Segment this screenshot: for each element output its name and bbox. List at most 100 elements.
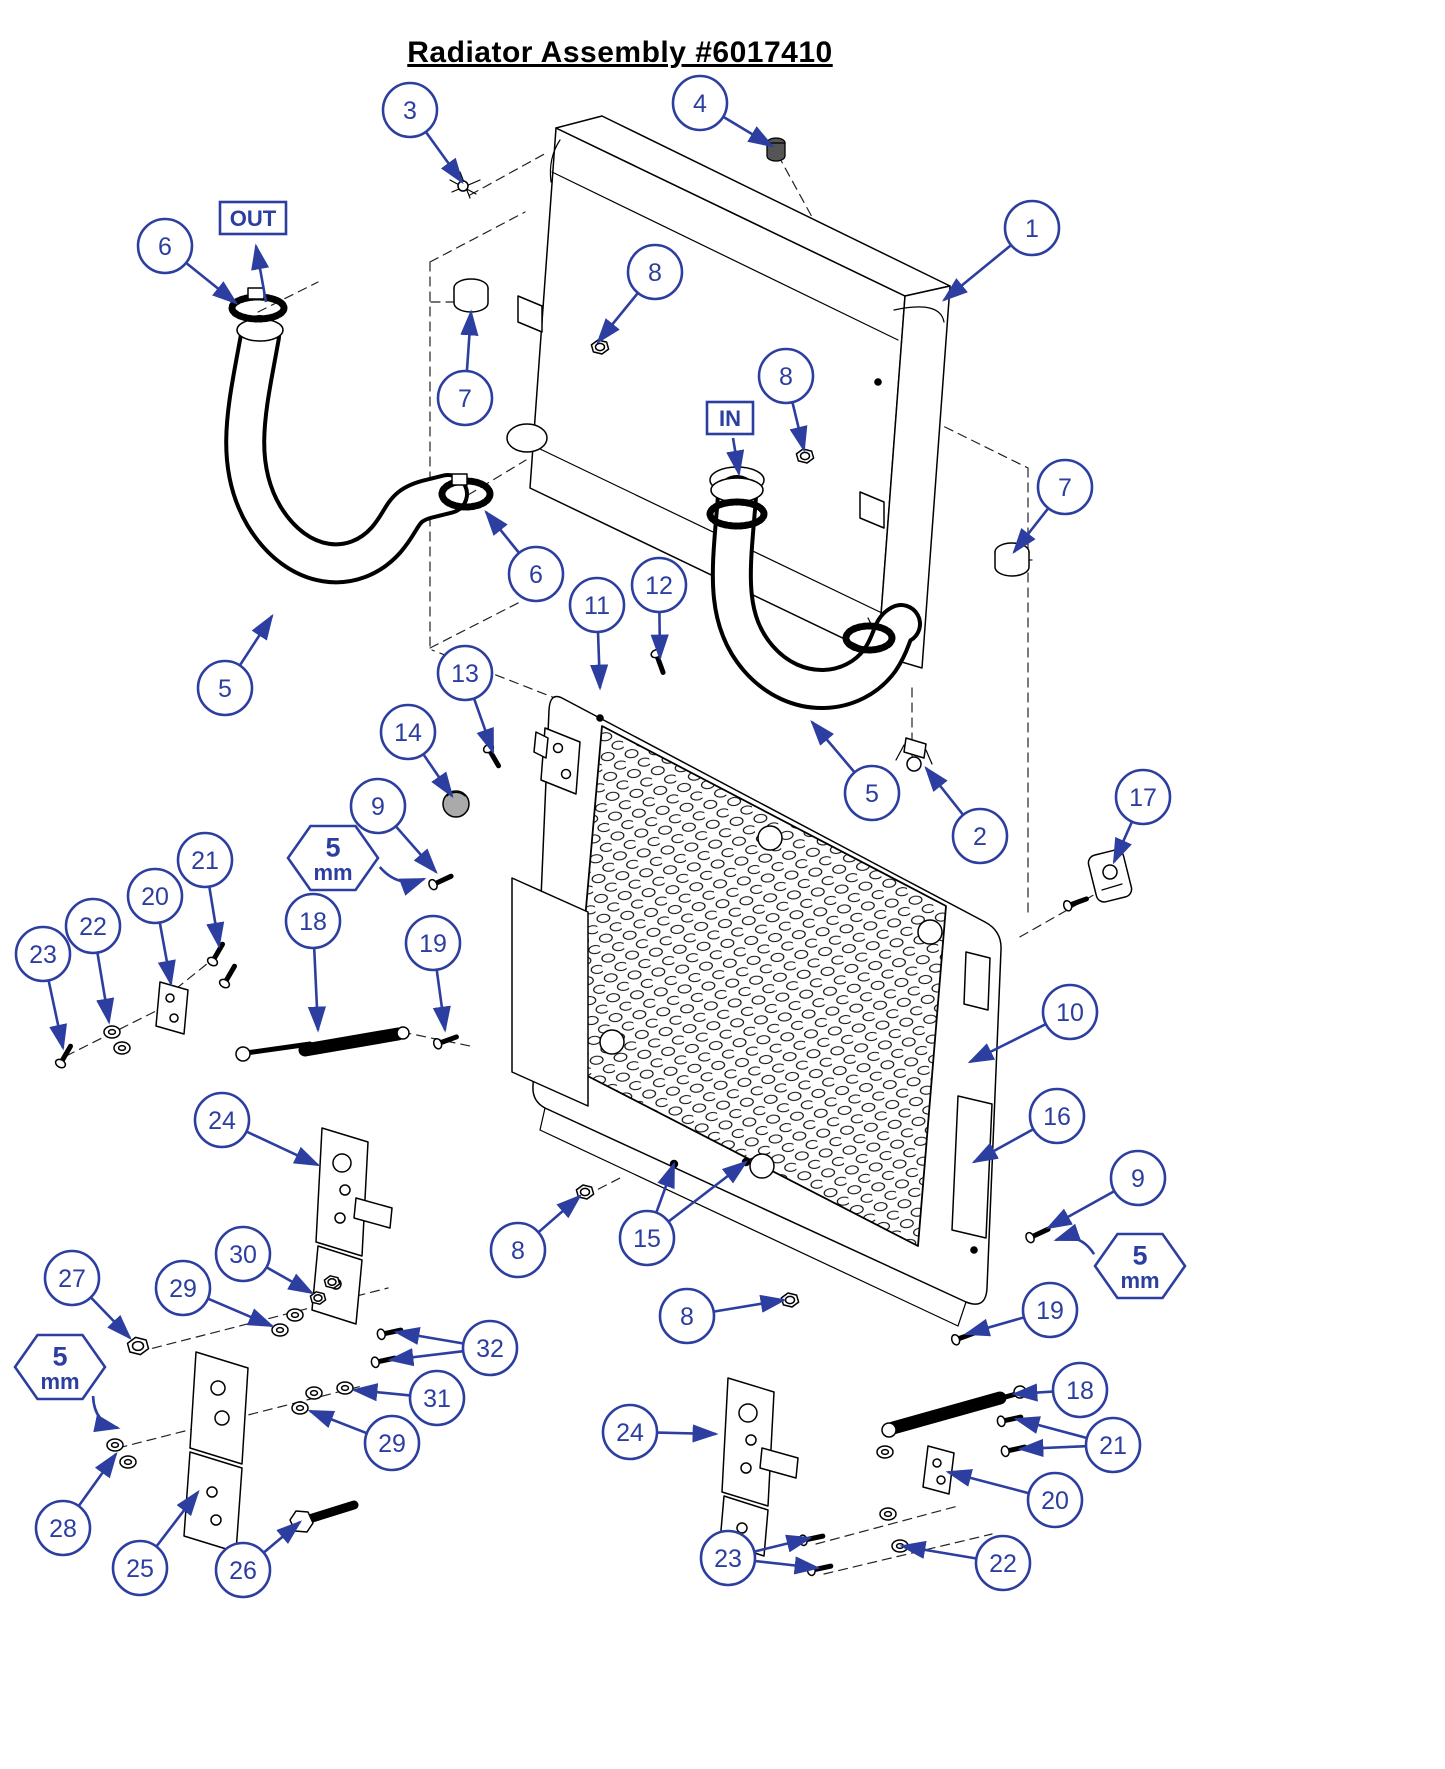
svg-text:19: 19: [419, 930, 447, 958]
callout-1: 1: [941, 199, 1061, 302]
svg-text:15: 15: [633, 1225, 661, 1253]
svg-text:21: 21: [191, 847, 219, 875]
callout-28: 28: [34, 1451, 118, 1557]
clip-part: [449, 171, 481, 199]
svg-text:5: 5: [325, 833, 340, 863]
hose-left: [224, 287, 469, 585]
callout-20: 20: [945, 1469, 1084, 1529]
svg-text:27: 27: [58, 1265, 86, 1293]
hose-right: [706, 475, 922, 710]
callout-13: 13: [436, 644, 495, 755]
callout-23: 23: [14, 925, 72, 1051]
bracket-20-right: [922, 1445, 955, 1495]
svg-text:22: 22: [79, 913, 107, 941]
callout-22: 22: [899, 1534, 1032, 1592]
callout-15: 15: [618, 1160, 749, 1267]
svg-text:mm: mm: [313, 860, 352, 885]
callout-24: 24: [601, 1403, 719, 1461]
svg-text:5: 5: [865, 780, 879, 808]
callout-25: 25: [111, 1489, 200, 1597]
callout-12: 12: [630, 556, 688, 661]
svg-text:mm: mm: [40, 1369, 79, 1394]
bracket-20-left: [155, 981, 189, 1035]
svg-text:29: 29: [169, 1275, 197, 1303]
svg-text:24: 24: [208, 1107, 236, 1135]
svg-text:13: 13: [451, 660, 479, 688]
callout-19: 19: [404, 914, 462, 1033]
callout-21: 21: [176, 831, 234, 949]
svg-text:32: 32: [476, 1335, 504, 1363]
svg-text:29: 29: [378, 1430, 406, 1458]
callout-9: 9: [1045, 1149, 1167, 1230]
port-label-in: IN: [705, 400, 755, 477]
svg-text:20: 20: [141, 883, 169, 911]
callout-5: 5: [196, 613, 274, 717]
bumper-left: [453, 278, 489, 313]
svg-text:14: 14: [394, 719, 422, 747]
svg-text:30: 30: [229, 1241, 257, 1269]
hose-clamp-loose: [438, 473, 494, 511]
svg-text:8: 8: [511, 1237, 525, 1265]
callout-8: 8: [757, 347, 815, 453]
callout-6: 6: [136, 217, 239, 305]
callout-7: 7: [1012, 458, 1094, 555]
callout-8: 8: [596, 243, 684, 345]
callout-24: 24: [193, 1091, 321, 1167]
strut-left: [235, 1026, 410, 1062]
latch-part: [1087, 849, 1133, 903]
bracket-plates-25: [183, 1351, 249, 1553]
callout-8: 8: [658, 1287, 787, 1345]
hex-badge-5mm: 5mm: [1053, 1223, 1187, 1300]
svg-text:20: 20: [1041, 1487, 1069, 1515]
svg-text:8: 8: [680, 1303, 694, 1331]
diagram-title: Radiator Assembly #6017410: [407, 36, 833, 69]
plug-part: [766, 137, 786, 162]
svg-text:25: 25: [126, 1555, 154, 1583]
callout-23: 23: [699, 1529, 821, 1587]
cap-part: [442, 790, 470, 818]
callout-11: 11: [568, 576, 626, 691]
radiator-core: [506, 115, 951, 669]
port-label-out: OUT: [218, 200, 288, 303]
svg-text:9: 9: [1131, 1165, 1145, 1193]
callout-20: 20: [126, 867, 184, 987]
svg-text:16: 16: [1043, 1103, 1071, 1131]
callout-3: 3: [381, 81, 464, 185]
hex-badge-5mm: 5mm: [286, 824, 427, 896]
callout-21: 21: [1013, 1416, 1142, 1474]
callout-5: 5: [810, 720, 901, 822]
hinge-left: [311, 1127, 393, 1325]
callout-29: 29: [307, 1409, 421, 1472]
svg-text:6: 6: [529, 561, 543, 589]
callout-32: 32: [387, 1319, 519, 1377]
callout-8: 8: [489, 1194, 582, 1279]
callout-30: 30: [214, 1225, 315, 1295]
callout-6: 6: [484, 509, 565, 603]
svg-text:8: 8: [648, 259, 662, 287]
callout-7: 7: [436, 309, 494, 427]
svg-text:OUT: OUT: [230, 206, 277, 231]
callout-4: 4: [671, 74, 775, 148]
callout-2: 2: [924, 765, 1009, 865]
hinge-right: [719, 1377, 799, 1557]
svg-text:5: 5: [218, 675, 232, 703]
svg-text:31: 31: [423, 1385, 451, 1413]
callout-26: 26: [214, 1520, 302, 1599]
svg-text:2: 2: [973, 823, 987, 851]
callout-19: 19: [963, 1281, 1079, 1339]
callout-29: 29: [154, 1259, 275, 1328]
svg-text:21: 21: [1099, 1432, 1127, 1460]
callout-10: 10: [967, 983, 1099, 1064]
callout-22: 22: [64, 897, 122, 1025]
callout-18: 18: [1011, 1361, 1109, 1419]
svg-text:22: 22: [989, 1550, 1017, 1578]
bumper-right: [994, 542, 1030, 577]
svg-text:5: 5: [52, 1342, 67, 1372]
callout-18: 18: [284, 892, 342, 1033]
svg-text:4: 4: [693, 90, 707, 118]
svg-text:11: 11: [584, 592, 610, 620]
svg-text:8: 8: [779, 363, 793, 391]
svg-text:6: 6: [158, 233, 172, 261]
